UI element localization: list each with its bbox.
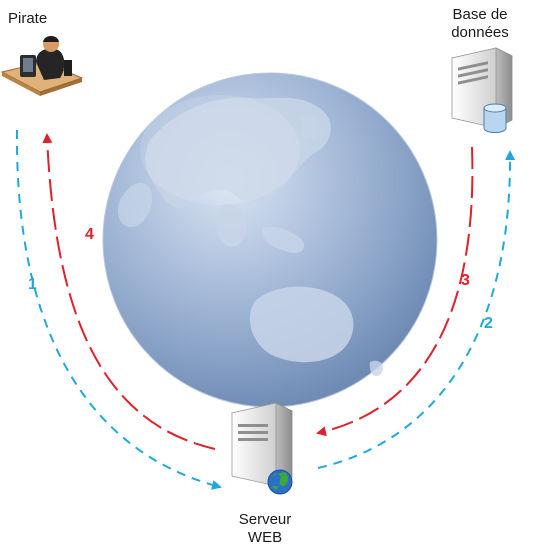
globe [102,72,438,408]
arrow-step-2 [317,150,516,469]
step-2-label: 2 [484,315,493,332]
database-label-line1: Base de [452,6,508,23]
database-label-line2: données [451,24,509,41]
pirate-icon [0,36,84,96]
web-server-label-line1: Serveur [238,511,292,528]
web-server-icon [230,402,294,495]
database-label: Base de données [430,6,530,42]
web-server-label: Serveur WEB [220,511,310,547]
step-4-label: 4 [85,226,94,243]
arrow-step-4 [42,133,216,450]
arrow-step-1 [15,129,222,490]
step-3-label: 3 [461,272,470,289]
arrow-step-3 [316,146,474,437]
step-1-label: 1 [28,276,37,293]
web-server-label-line2: WEB [247,529,283,546]
database-icon [450,47,514,133]
pirate-label: Pirate [8,10,48,27]
